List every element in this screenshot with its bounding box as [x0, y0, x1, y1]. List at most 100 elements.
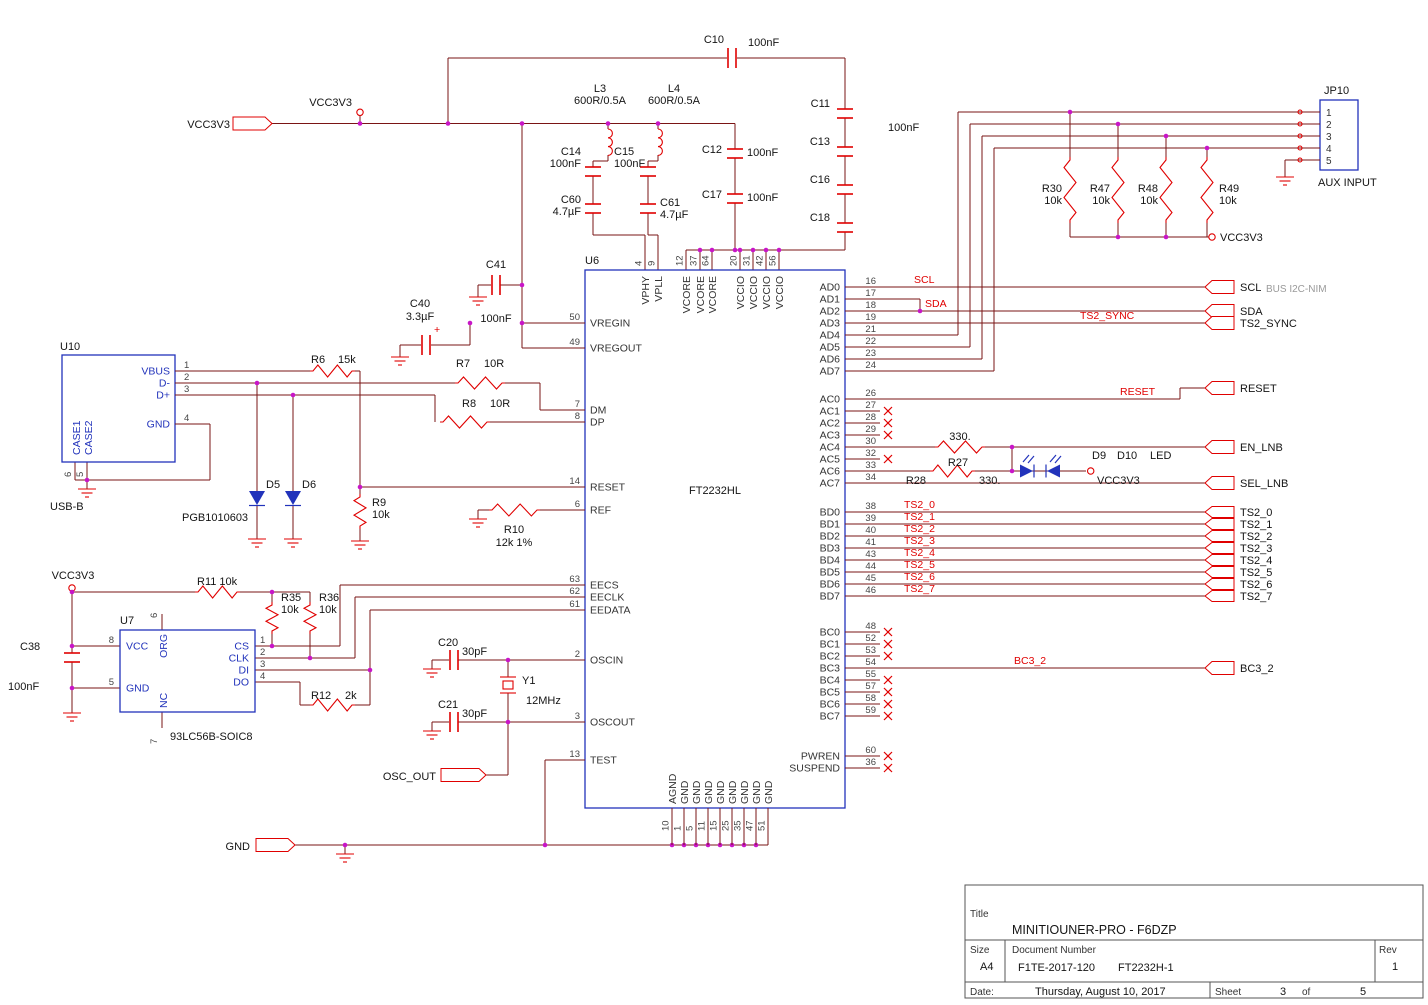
flag-ts2-6[interactable]	[1204, 578, 1235, 590]
pin-number: 5	[109, 677, 114, 688]
pin-name: EEDATA	[590, 605, 630, 617]
capacitor-C41[interactable]	[491, 275, 501, 295]
connector-jp10[interactable]	[1319, 99, 1359, 171]
inductor-L3[interactable]	[607, 128, 613, 156]
resistor-R49[interactable]	[1200, 157, 1214, 223]
capacitor-C20[interactable]	[449, 650, 459, 670]
capacitor-C61[interactable]	[640, 203, 656, 214]
capacitor-C10[interactable]	[727, 48, 737, 68]
resistor-R8[interactable]	[440, 415, 490, 429]
pin-number: 41	[865, 537, 876, 548]
resistor-R9[interactable]	[352, 494, 368, 529]
resistor-R6[interactable]	[310, 364, 355, 378]
r49-value: 10k	[1219, 195, 1237, 207]
capacitor-C16[interactable]	[837, 184, 853, 195]
net-flags	[1204, 280, 1235, 675]
capacitor-C40[interactable]	[421, 335, 431, 355]
net-sda: SDA	[925, 298, 947, 310]
flag-osc-out[interactable]	[440, 768, 487, 782]
crystal-Y1[interactable]	[500, 676, 516, 694]
pin-name: DI	[239, 665, 250, 677]
resistor-R27[interactable]	[935, 440, 985, 454]
resistor-R28[interactable]	[930, 464, 975, 478]
capacitor-C14[interactable]	[585, 166, 601, 177]
resistor-R12[interactable]	[310, 698, 355, 712]
diode-D6[interactable]	[285, 491, 301, 507]
capacitor-C18[interactable]	[837, 222, 853, 233]
flag-sda[interactable]	[1204, 304, 1235, 318]
flag-reset[interactable]	[1204, 381, 1235, 395]
junction-dot	[917, 308, 923, 314]
led-D10[interactable]	[1020, 454, 1035, 478]
capacitor-C12[interactable]	[727, 148, 743, 159]
pin-name: BD3	[820, 543, 841, 555]
flag-label-ts2-3: TS2_3	[1240, 543, 1272, 555]
pin-number: 33	[865, 460, 876, 471]
junction-dot	[709, 247, 715, 253]
c21-ref: C21	[438, 699, 458, 711]
pin-name: AC1	[820, 406, 841, 418]
flag-ts2-5[interactable]	[1204, 566, 1235, 578]
pin-name: TEST	[590, 755, 617, 767]
capacitor-C17[interactable]	[727, 193, 743, 204]
flag-label-ts2-sync: TS2_SYNC	[1240, 318, 1297, 330]
flag-en-lnb[interactable]	[1204, 440, 1235, 454]
flag-ts2-3[interactable]	[1204, 542, 1235, 554]
junction-dot	[519, 121, 525, 126]
doc-number: F1TE-2017-120	[1018, 962, 1095, 974]
pin-number: 61	[569, 599, 580, 610]
capacitor-C11[interactable]	[837, 108, 853, 119]
resistor-R11[interactable]	[195, 585, 240, 599]
junction-dot	[519, 282, 525, 288]
pin-name: BD0	[820, 507, 841, 519]
r35-value: 10k	[281, 604, 299, 616]
pin-number: 28	[865, 412, 876, 423]
capacitor-C15[interactable]	[640, 166, 656, 177]
r9-ref: R9	[372, 497, 386, 509]
pin-end-circle	[1297, 109, 1303, 115]
c17-value: 100nF	[747, 192, 778, 204]
flag-ts2-sync[interactable]	[1204, 316, 1235, 330]
resistor-R30[interactable]	[1063, 157, 1077, 223]
resistor-R10[interactable]	[489, 503, 540, 517]
resistor-R47[interactable]	[1111, 157, 1125, 223]
resistor-R36[interactable]	[302, 602, 318, 634]
pin-number: 1	[184, 360, 189, 371]
flag-scl[interactable]	[1204, 280, 1235, 294]
resistor-R48[interactable]	[1159, 157, 1173, 223]
ground-symbol	[248, 538, 266, 548]
ic-u6-ft2232hl[interactable]	[584, 269, 846, 809]
flag-ts2-2[interactable]	[1204, 530, 1235, 542]
flag-ts2-0[interactable]	[1204, 506, 1235, 518]
pin-number: 29	[865, 424, 876, 435]
c60-value: 4.7µF	[553, 206, 582, 218]
flag-ts2-7[interactable]	[1204, 590, 1235, 602]
inductor-L4[interactable]	[657, 128, 663, 156]
led-D9[interactable]	[1045, 454, 1062, 478]
flag-ts2-1[interactable]	[1204, 518, 1235, 530]
pin-number: 10	[661, 820, 672, 831]
diode-D5[interactable]	[249, 491, 265, 507]
pin-name: REF	[590, 505, 611, 517]
flag-gnd[interactable]	[255, 838, 296, 852]
pin-number: 2	[260, 647, 265, 658]
r28-value: 330.	[979, 475, 1000, 487]
c12-ref: C12	[702, 144, 722, 156]
pin-number: 4	[260, 671, 265, 682]
capacitor-C38[interactable]	[64, 652, 80, 663]
no-connect-marker	[883, 675, 893, 685]
flag-ts2-4[interactable]	[1204, 554, 1235, 566]
pin-number: 62	[569, 586, 580, 597]
flag-vcc3v3[interactable]	[232, 116, 273, 131]
flag-sel-lnb[interactable]	[1204, 476, 1235, 490]
junction-dot	[750, 247, 756, 253]
capacitor-C60[interactable]	[585, 203, 601, 214]
capacitor-C13[interactable]	[837, 146, 853, 157]
flag-bc3-2[interactable]	[1204, 661, 1235, 675]
connector-u10-usb[interactable]	[61, 354, 176, 463]
resistor-R7[interactable]	[455, 376, 505, 390]
ic-u7-eeprom[interactable]	[119, 629, 256, 713]
resistor-R35[interactable]	[264, 602, 280, 634]
pin-name: GND	[739, 780, 751, 804]
capacitor-C21[interactable]	[449, 712, 459, 732]
